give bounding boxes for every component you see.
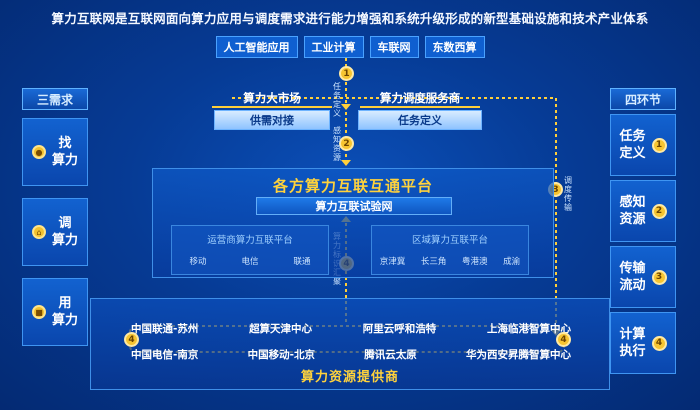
regional-platform: 区域算力互联平台 京津冀 长三角 粤港澳 成渝 (371, 225, 529, 275)
provider-item: 中国移动-北京 (247, 349, 315, 361)
regional-item: 粤港澳 (462, 257, 488, 267)
step-marker-1: 1 (339, 66, 354, 81)
stage-number: 4 (651, 335, 667, 351)
need-dispatch-compute: ⌂ 调 算力 (22, 198, 88, 266)
flow-label-perceive: 感知资源 (333, 126, 341, 162)
regional-platform-title: 区域算力互联平台 (411, 235, 488, 246)
use-icon: ■ (31, 305, 46, 319)
stage-number: 3 (651, 269, 667, 285)
need-label: 调 算力 (51, 216, 78, 248)
stage-label: 感知 资源 (619, 195, 646, 227)
regional-item: 成渝 (503, 257, 521, 267)
stage-label: 计算 执行 (619, 327, 646, 359)
market-heading: 算力大市场 (212, 90, 332, 108)
stages-heading: 四环节 (610, 88, 676, 110)
market-box: 供需对接 (214, 110, 330, 130)
provider-item: 腾讯云太原 (364, 349, 417, 361)
provider-item: 上海临港智算中心 (486, 323, 571, 335)
flow-label-schedule: 调度传输 (564, 176, 572, 212)
step-marker-2: 2 (339, 136, 354, 151)
stage-perceive-resources: 感知 资源 2 (610, 180, 676, 242)
step-marker-4-right: 4 (556, 332, 571, 347)
operator-item: 移动 (189, 257, 207, 267)
page-title: 算力互联网是互联网面向算力应用与调度需求进行能力增强和系统升级形成的新型基础设施… (51, 11, 649, 26)
step-marker-4-left: 4 (124, 332, 139, 347)
operator-platform: 运营商算力互联平台 移动 电信 联通 (171, 225, 329, 275)
interconnection-platform: 各方算力互联互通平台 算力互联试验网 运营商算力互联平台 移动 电信 联通 区域… (152, 168, 554, 278)
provider-item: 超算天津中心 (249, 323, 313, 335)
stage-transfer-flow: 传输 流动 3 (610, 246, 676, 308)
application-tags: 人工智能应用 工业计算 车联网 东数西算 (0, 36, 700, 58)
providers-title: 算力资源提供商 (300, 370, 399, 385)
provider-item: 中国联通-苏州 (131, 323, 199, 335)
tag-industrial: 工业计算 (303, 36, 364, 58)
need-use-compute: ■ 用 算力 (22, 278, 88, 346)
need-label: 用 算力 (51, 296, 78, 328)
find-icon: ● (31, 145, 46, 159)
stage-task-definition: 任务 定义 1 (610, 114, 676, 176)
tag-east-west: 东数西算 (424, 36, 485, 58)
need-label: 找 算力 (51, 136, 78, 168)
provider-row-2: 中国电信-南京 中国移动-北京 腾讯云太原 华为西安昇腾智算中心 (131, 347, 571, 362)
tag-ai: 人工智能应用 (215, 36, 298, 58)
provider-item: 中国电信-南京 (131, 349, 199, 361)
stage-label: 任务 定义 (619, 129, 646, 161)
test-network: 算力互联试验网 (256, 197, 452, 215)
stage-label: 传输 流动 (619, 261, 646, 293)
operator-platform-title: 运营商算力互联平台 (207, 235, 293, 246)
resource-providers: 中国联通-苏州 超算天津中心 阿里云呼和浩特 上海临港智算中心 中国电信-南京 … (90, 298, 610, 390)
tag-vehicle: 车联网 (369, 36, 419, 58)
flow-label-task: 任务定义 (333, 82, 341, 118)
operator-item: 联通 (293, 257, 311, 267)
stage-number: 2 (651, 203, 667, 219)
dispatch-box: 任务定义 (358, 110, 482, 130)
regional-item: 长三角 (420, 257, 447, 267)
regional-item: 京津冀 (379, 257, 406, 267)
need-find-compute: ● 找 算力 (22, 118, 88, 186)
provider-item: 阿里云呼和浩特 (362, 323, 437, 335)
dispatch-icon: ⌂ (31, 225, 46, 239)
operator-item: 电信 (241, 257, 259, 267)
stage-number: 1 (651, 137, 667, 153)
provider-item: 华为西安昇腾智算中心 (465, 349, 571, 361)
platform-title: 各方算力互联互通平台 (272, 177, 433, 195)
provider-row-1: 中国联通-苏州 超算天津中心 阿里云呼和浩特 上海临港智算中心 (131, 321, 571, 336)
stage-compute-execute: 计算 执行 4 (610, 312, 676, 374)
dispatch-heading: 算力调度服务商 (360, 90, 480, 108)
needs-heading: 三需求 (22, 88, 88, 110)
